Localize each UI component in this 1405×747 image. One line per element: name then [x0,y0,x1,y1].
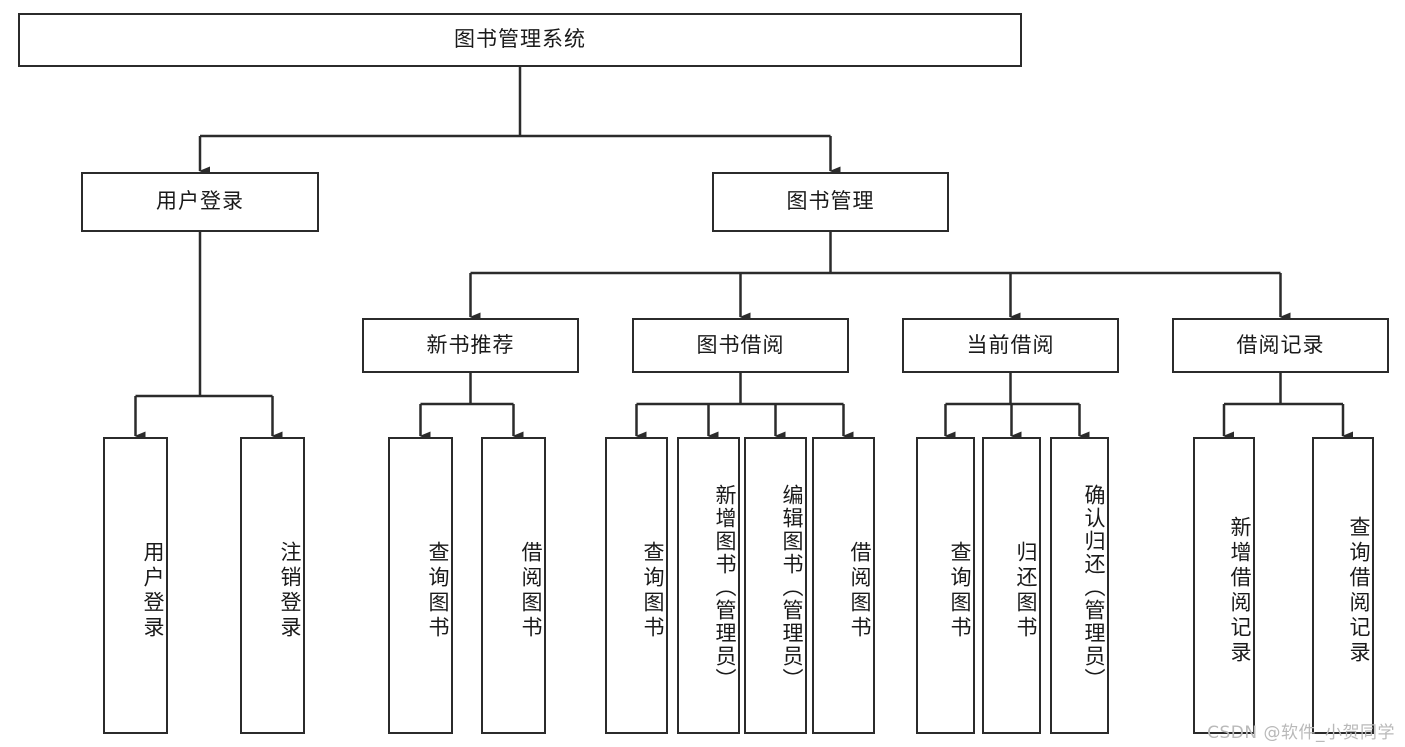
node-l-query3[interactable]: 查询图书 [916,437,975,734]
node-label: 归还图书 [1014,540,1038,641]
node-label: 用户登录 [141,540,165,641]
node-label: 新增借阅记录 [1228,515,1252,666]
node-l-addrec[interactable]: 新增借阅记录 [1193,437,1255,734]
node-l-confirm[interactable]: 确认归还（管理员） [1050,437,1109,734]
node-label: 用户登录 [156,189,244,214]
node-l-query2[interactable]: 查询图书 [605,437,668,734]
node-label: 查询图书 [948,540,972,641]
node-borrow[interactable]: 图书借阅 [632,318,849,373]
node-label: 借阅记录 [1236,332,1325,357]
node-l-userlogin[interactable]: 用户登录 [103,437,168,734]
node-newbook[interactable]: 新书推荐 [362,318,579,373]
node-current[interactable]: 当前借阅 [902,318,1119,373]
node-l-return[interactable]: 归还图书 [982,437,1041,734]
node-root[interactable]: 图书管理系统 [18,13,1022,67]
node-l-logout[interactable]: 注销登录 [240,437,305,734]
node-login[interactable]: 用户登录 [81,172,319,232]
node-l-edit[interactable]: 编辑图书（管理员） [744,437,807,734]
node-label: 确认归还（管理员） [1082,484,1106,691]
node-label: 查询图书 [426,540,450,641]
node-l-query1[interactable]: 查询图书 [388,437,453,734]
node-label: 查询图书 [641,540,665,641]
node-label: 借阅图书 [519,540,543,641]
node-label: 借阅图书 [848,540,872,641]
node-label: 图书管理 [786,189,875,214]
node-label: 编辑图书（管理员） [780,484,804,691]
node-l-borrow2[interactable]: 借阅图书 [812,437,875,734]
node-label: 注销登录 [278,540,302,641]
node-l-add[interactable]: 新增图书（管理员） [677,437,740,734]
node-bookmgmt[interactable]: 图书管理 [712,172,949,232]
node-l-borrow1[interactable]: 借阅图书 [481,437,546,734]
node-label: 新书推荐 [426,332,515,357]
node-records[interactable]: 借阅记录 [1172,318,1389,373]
node-label: 图书借阅 [696,332,785,357]
node-l-queryrec[interactable]: 查询借阅记录 [1312,437,1374,734]
node-label: 当前借阅 [966,332,1055,357]
node-label: 新增图书（管理员） [713,484,737,691]
connector-layer [134,67,1353,441]
node-label: 查询借阅记录 [1347,515,1371,666]
node-label: 图书管理系统 [454,27,586,52]
